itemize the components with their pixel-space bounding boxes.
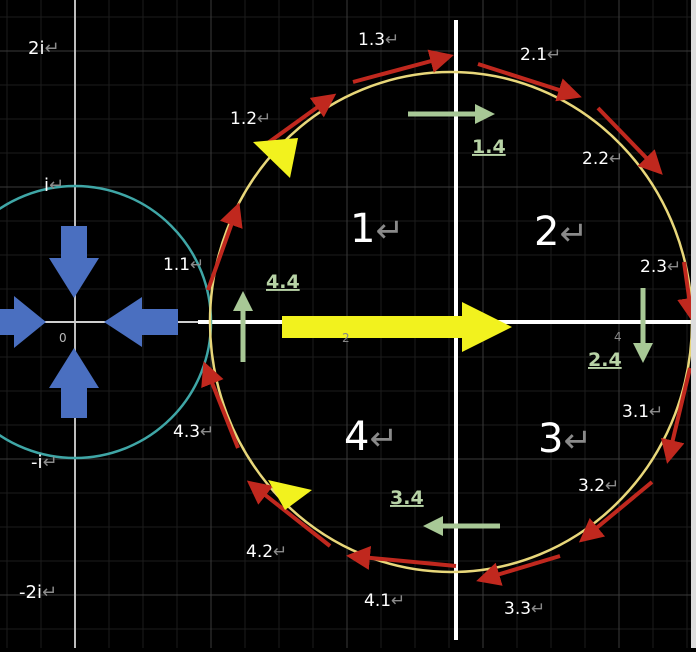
red-arrow-1-2	[263, 93, 337, 147]
blue-arrows	[0, 226, 178, 418]
yellow-arrowhead-upper	[253, 138, 298, 178]
red-arrow-2-2	[596, 106, 663, 175]
red-arrow-2-1	[477, 62, 582, 102]
axis-labels: 2i↵ i↵ -i↵ -2i↵ 0 2 4	[19, 38, 622, 603]
red-arrow-4-2	[246, 480, 332, 548]
label-3-1: 3.1↵	[622, 402, 663, 422]
green-arrows	[233, 104, 653, 536]
region-2: 2↵	[534, 209, 588, 255]
blue-arrow-left	[104, 297, 178, 347]
label-0: 0	[59, 331, 67, 345]
red-arrow-1-1	[206, 202, 243, 291]
label-2-2: 2.2↵	[582, 149, 623, 169]
region-1: 1↵	[350, 206, 404, 252]
region-labels: 1↵ 2↵ 3↵ 4↵	[344, 206, 592, 462]
red-arrow-3-1	[660, 367, 692, 464]
label-neg-2i: -2i↵	[19, 582, 57, 603]
label-2-4: 2.4	[588, 349, 622, 371]
label-2-1: 2.1↵	[520, 45, 561, 65]
label-i: i↵	[44, 175, 64, 196]
red-arrow-4-1	[346, 545, 457, 570]
label-1-1: 1.1↵	[163, 255, 204, 275]
label-1-2: 1.2↵	[230, 109, 271, 129]
label-2i: 2i↵	[28, 38, 60, 59]
blue-arrow-up	[49, 348, 99, 418]
red-arrow-4-3	[201, 361, 240, 449]
label-3-2: 3.2↵	[578, 476, 619, 496]
label-4-1: 4.1↵	[364, 591, 405, 611]
yellow-arrowhead-lower	[268, 480, 312, 510]
blue-arrow-down	[49, 226, 99, 298]
right-edge-strip	[691, 0, 696, 648]
green-labels: 1.4 2.4 3.4 4.4	[266, 136, 622, 509]
label-2: 2	[342, 331, 350, 345]
label-4-4: 4.4	[266, 271, 300, 293]
label-4-3: 4.3↵	[173, 422, 214, 442]
region-3: 3↵	[538, 416, 592, 462]
label-neg-i: -i↵	[31, 452, 58, 473]
red-arrows	[201, 49, 696, 586]
label-4: 4	[614, 330, 622, 344]
region-4: 4↵	[344, 414, 398, 460]
label-1-4: 1.4	[472, 136, 506, 158]
label-4-2: 4.2↵	[246, 542, 287, 562]
red-arrow-2-3	[677, 261, 696, 322]
label-2-3: 2.3↵	[640, 257, 681, 277]
arrow-number-labels: 1.1↵ 1.2↵ 1.3↵ 2.1↵ 2.2↵ 2.3↵ 3.1↵ 3.2↵ …	[163, 30, 681, 619]
red-arrow-3-3	[476, 554, 561, 586]
big-yellow-arrow	[282, 302, 512, 352]
label-3-4: 3.4	[390, 487, 424, 509]
red-arrow-3-2	[578, 480, 654, 543]
red-arrow-1-3	[352, 49, 454, 84]
blue-arrow-right	[0, 296, 46, 348]
label-3-3: 3.3↵	[504, 599, 545, 619]
label-1-3: 1.3↵	[358, 30, 399, 50]
